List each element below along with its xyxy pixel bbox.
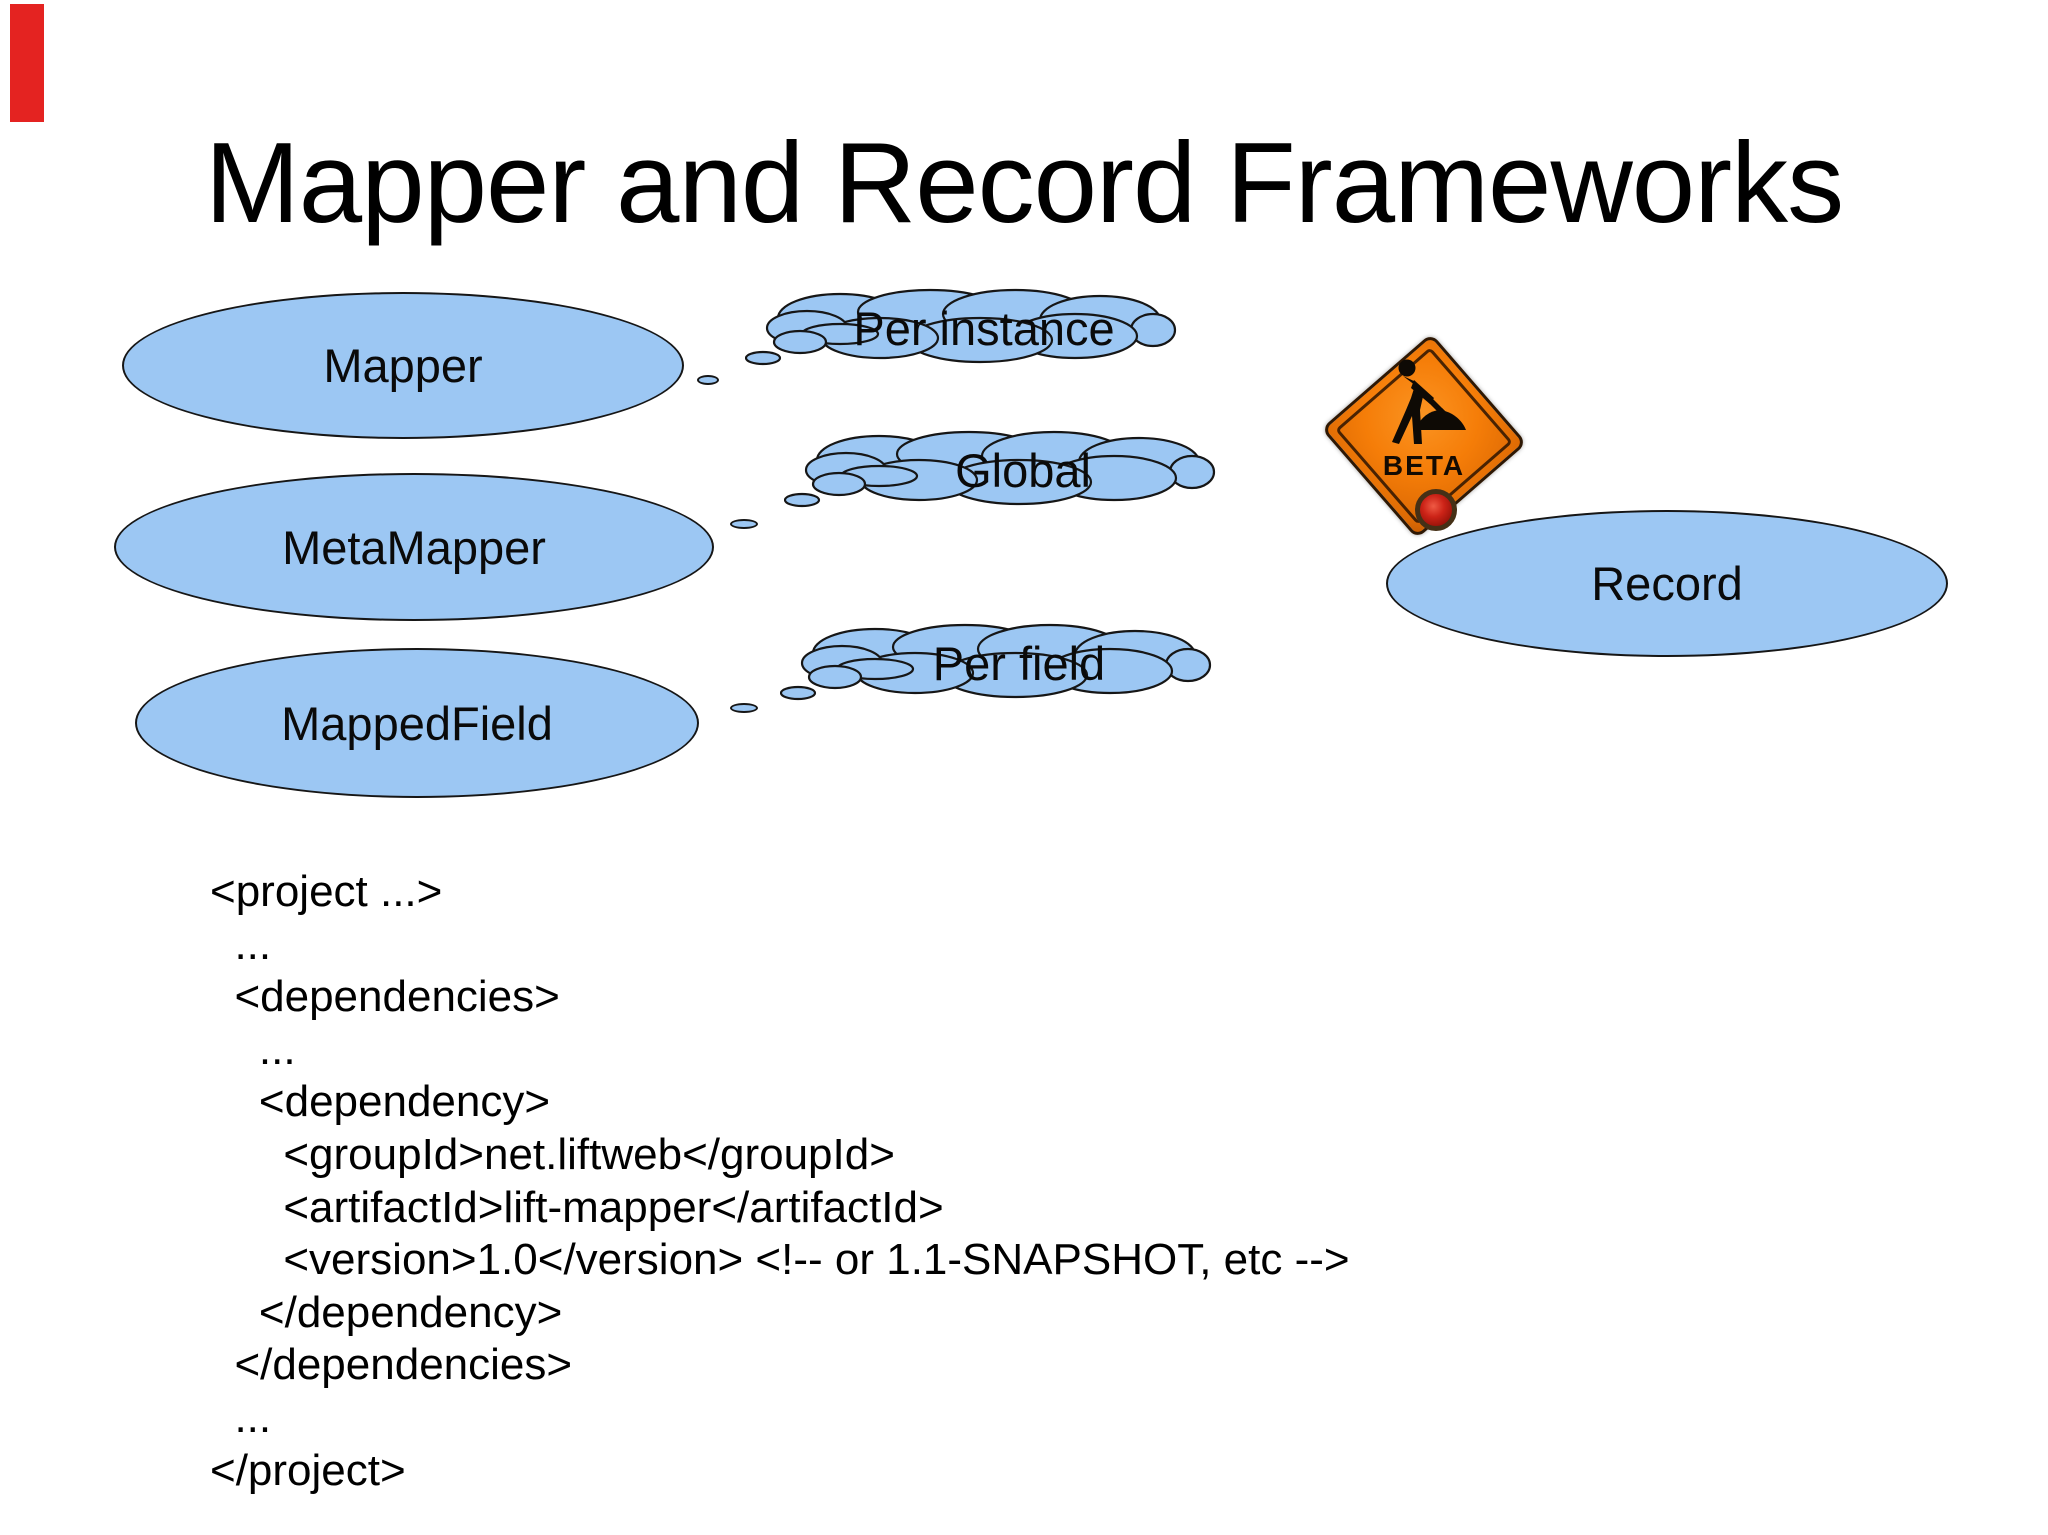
cloud-shape-icon <box>780 623 1212 701</box>
thought-dot-mapper <box>697 375 719 385</box>
scope-cloud-global: Global <box>784 430 1216 514</box>
scope-label-per-field: Per field <box>932 636 1106 690</box>
thought-dot-metamapper <box>730 519 758 529</box>
red-marker <box>10 4 44 122</box>
scope-label-per-instance: Per instance <box>853 301 1115 355</box>
cloud-shape-icon <box>745 288 1177 366</box>
class-label-record: Record <box>1591 557 1743 610</box>
red-badge-icon <box>1415 489 1457 531</box>
thought-dot-mappedfield <box>730 703 758 713</box>
maven-code-block: <project ...> ... <dependencies> ... <de… <box>210 867 1350 1495</box>
scope-label-global: Global <box>955 443 1091 497</box>
class-ellipse-record: Record <box>1386 510 1948 657</box>
class-label-metamapper: MetaMapper <box>282 520 546 574</box>
slide-title: Mapper and Record Frameworks <box>204 120 1844 247</box>
scope-cloud-per-instance: Per instance <box>745 288 1177 372</box>
class-label-mappedfield: MappedField <box>281 696 553 750</box>
class-ellipse-mapper: Mapper <box>122 292 684 439</box>
beta-label: BETA <box>1382 450 1466 481</box>
cloud-shape-icon <box>784 430 1216 508</box>
class-label-mapper: Mapper <box>323 339 483 392</box>
construction-worker-icon <box>1392 359 1466 444</box>
class-ellipse-metamapper: MetaMapper <box>114 473 714 621</box>
scope-cloud-per-field: Per field <box>780 623 1212 707</box>
beta-sign: BETA <box>1320 330 1528 544</box>
class-ellipse-mappedfield: MappedField <box>135 648 699 798</box>
